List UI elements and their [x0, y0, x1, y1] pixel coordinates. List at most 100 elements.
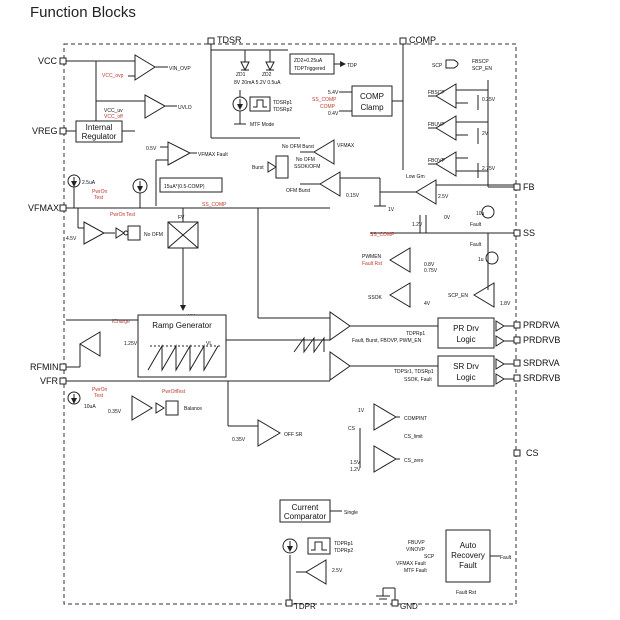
svg-text:VCC: VCC: [38, 56, 58, 66]
pin-srdrva: SRDRVA: [513, 358, 560, 368]
svg-text:Comparator: Comparator: [284, 512, 327, 521]
svg-text:PwrOn: PwrOn: [92, 189, 108, 195]
svg-text:SCP: SCP: [432, 63, 443, 69]
svg-text:SCP_EN: SCP_EN: [472, 66, 492, 72]
pin-tdpr: TDPR: [285, 599, 316, 611]
svg-text:TDSRp1: TDSRp1: [273, 100, 292, 106]
pr-pwm-comparator: [257, 208, 438, 341]
svg-text:FBSCP: FBSCP: [472, 59, 489, 65]
internal-regulator-block: Internal Regulator: [66, 120, 135, 143]
off-sr-comparator: 0.35V OFF SR: [227, 381, 303, 447]
svg-text:ZD1: ZD1: [236, 72, 246, 78]
svg-text:VINOVP: VINOVP: [406, 547, 426, 553]
svg-text:SR Drv: SR Drv: [453, 362, 479, 371]
svg-text:Fault: Fault: [470, 222, 482, 228]
svg-text:UVLO: UVLO: [178, 105, 192, 111]
fv-diode-bridge: FV: [167, 208, 199, 311]
svg-text:1.8V: 1.8V: [500, 301, 511, 307]
svg-text:Fault: Fault: [500, 555, 512, 561]
svg-text:COMP: COMP: [320, 104, 336, 110]
svg-text:Logic: Logic: [456, 373, 475, 382]
pin-vcc: VCC: [38, 56, 67, 66]
svg-text:Current: Current: [292, 503, 319, 512]
vfr-balance-section: 10uA PwrOn Test 0.35V PwrOn Test Balance: [67, 387, 202, 421]
svg-text:0.15V: 0.15V: [346, 193, 360, 199]
svg-text:Internal: Internal: [86, 123, 113, 132]
pin-rfmin: RFMIN: [30, 362, 67, 372]
svg-text:ZD2: ZD2: [262, 72, 272, 78]
svg-text:Auto: Auto: [460, 541, 477, 550]
pr-drv-logic-block: PR Drv Logic TDPRp1 Fault, Burst, FBOVP,…: [352, 317, 514, 349]
svg-text:0.35V: 0.35V: [108, 409, 122, 415]
svg-text:PwrOn: PwrOn: [110, 212, 126, 218]
svg-text:Single: Single: [344, 510, 358, 516]
svg-text:1u: 1u: [478, 257, 484, 263]
svg-text:0.25V: 0.25V: [482, 97, 496, 103]
no-ofm-comparator: PwrOn Test No OFM 4.5V: [66, 208, 163, 245]
fbscp-comparator: FBSCP 0.25V: [428, 83, 496, 110]
svg-text:VFMAX Fault: VFMAX Fault: [396, 561, 426, 567]
auto-recovery-fault-block: Auto Recovery Fault FBUVP VINOVP SCP VFM…: [396, 529, 512, 596]
svg-text:2V: 2V: [482, 131, 489, 137]
ssok-comparator: SSOK 4V: [368, 282, 431, 308]
svg-text:15uA*(0.5-COMP): 15uA*(0.5-COMP): [164, 184, 205, 190]
svg-text:MTF Mode: MTF Mode: [250, 122, 274, 128]
svg-text:TDPR: TDPR: [294, 602, 316, 611]
svg-text:VCC_ovp: VCC_ovp: [102, 73, 124, 79]
svg-text:FBOVP: FBOVP: [428, 158, 446, 164]
svg-text:SS_COMP: SS_COMP: [370, 232, 395, 238]
svg-text:VIN_OVP: VIN_OVP: [169, 66, 191, 72]
pin-cs: CS: [513, 448, 539, 458]
svg-text:VFMAX Fault: VFMAX Fault: [198, 152, 228, 158]
svg-text:VCC_off: VCC_off: [104, 114, 123, 120]
svg-text:Recovery: Recovery: [451, 551, 485, 560]
svg-text:0.35V: 0.35V: [232, 437, 246, 443]
svg-text:VFR: VFR: [40, 376, 59, 386]
svg-text:0.4V: 0.4V: [328, 111, 339, 117]
fbovp-comparator: FBOVP 2.75V: [428, 151, 496, 178]
scp-en-comparator: SCP_EN 1.8V: [448, 282, 511, 308]
svg-text:COMP: COMP: [409, 35, 436, 45]
svg-text:COMP: COMP: [360, 92, 384, 101]
svg-text:SSOK, Fault: SSOK, Fault: [404, 377, 432, 383]
pin-vfmax: VFMAX: [28, 203, 67, 213]
comp-clamp-block: 5.4V SS_COMP COMP 0.4V COMP Clamp: [312, 44, 404, 170]
svg-text:PRDRVB: PRDRVB: [523, 335, 560, 345]
svg-text:FBUVP: FBUVP: [428, 122, 445, 128]
svg-text:2.5V: 2.5V: [332, 568, 343, 574]
svg-text:8V 20mA 5.2V 0.5uA: 8V 20mA 5.2V 0.5uA: [234, 80, 281, 86]
svg-text:4V: 4V: [424, 301, 431, 307]
sawtooth-ramp: [293, 336, 325, 354]
svg-text:Balance: Balance: [184, 406, 202, 412]
svg-text:GND: GND: [400, 602, 418, 611]
svg-text:1V: 1V: [388, 207, 395, 213]
ground-symbol: [376, 587, 396, 600]
svg-text:FB: FB: [523, 182, 535, 192]
vfmax-2-5ua-source: 2.5uA PwrOn Test: [66, 174, 330, 209]
svg-text:PRDRVA: PRDRVA: [523, 320, 560, 330]
svg-text:0.8V: 0.8V: [424, 262, 435, 268]
pin-tdsr: TDSR: [207, 35, 242, 45]
ss-pwmen-comparator: PWMEN Fault Rst 0.8V 0.75V Fault 1u: [362, 242, 499, 274]
svg-text:TDPRp2: TDPRp2: [334, 548, 353, 554]
svg-text:TDP: TDP: [347, 63, 358, 69]
svg-text:ICharge: ICharge: [112, 319, 130, 325]
svg-text:SSOK/OFM: SSOK/OFM: [294, 164, 320, 170]
pin-srdrvb: SRDRVB: [513, 373, 560, 383]
pin-prdrva: PRDRVA: [513, 320, 560, 330]
page-title: Function Blocks: [30, 4, 136, 21]
svg-text:Test: Test: [94, 195, 104, 201]
svg-text:SS: SS: [523, 228, 535, 238]
pin-gnd: GND: [391, 599, 418, 611]
tdsr-current-source: TDSRp1 TDSRp2 MTF Mode: [211, 90, 300, 139]
svg-text:VL: VL: [206, 341, 212, 347]
svg-text:1.5V: 1.5V: [350, 460, 361, 466]
svg-text:Fault: Fault: [470, 242, 482, 248]
svg-text:SRDRVA: SRDRVA: [523, 358, 560, 368]
vfmax-fault-comparator: 0.5V VFMAX Fault: [146, 141, 228, 206]
svg-text:TDPRp1: TDPRp1: [406, 331, 425, 337]
svg-text:SS_COMP: SS_COMP: [312, 97, 337, 103]
vcc-ovp-comparator: VIN_OVP VCC_ovp: [66, 54, 191, 81]
svg-text:CS: CS: [348, 426, 356, 432]
svg-text:VFMAX: VFMAX: [28, 203, 59, 213]
